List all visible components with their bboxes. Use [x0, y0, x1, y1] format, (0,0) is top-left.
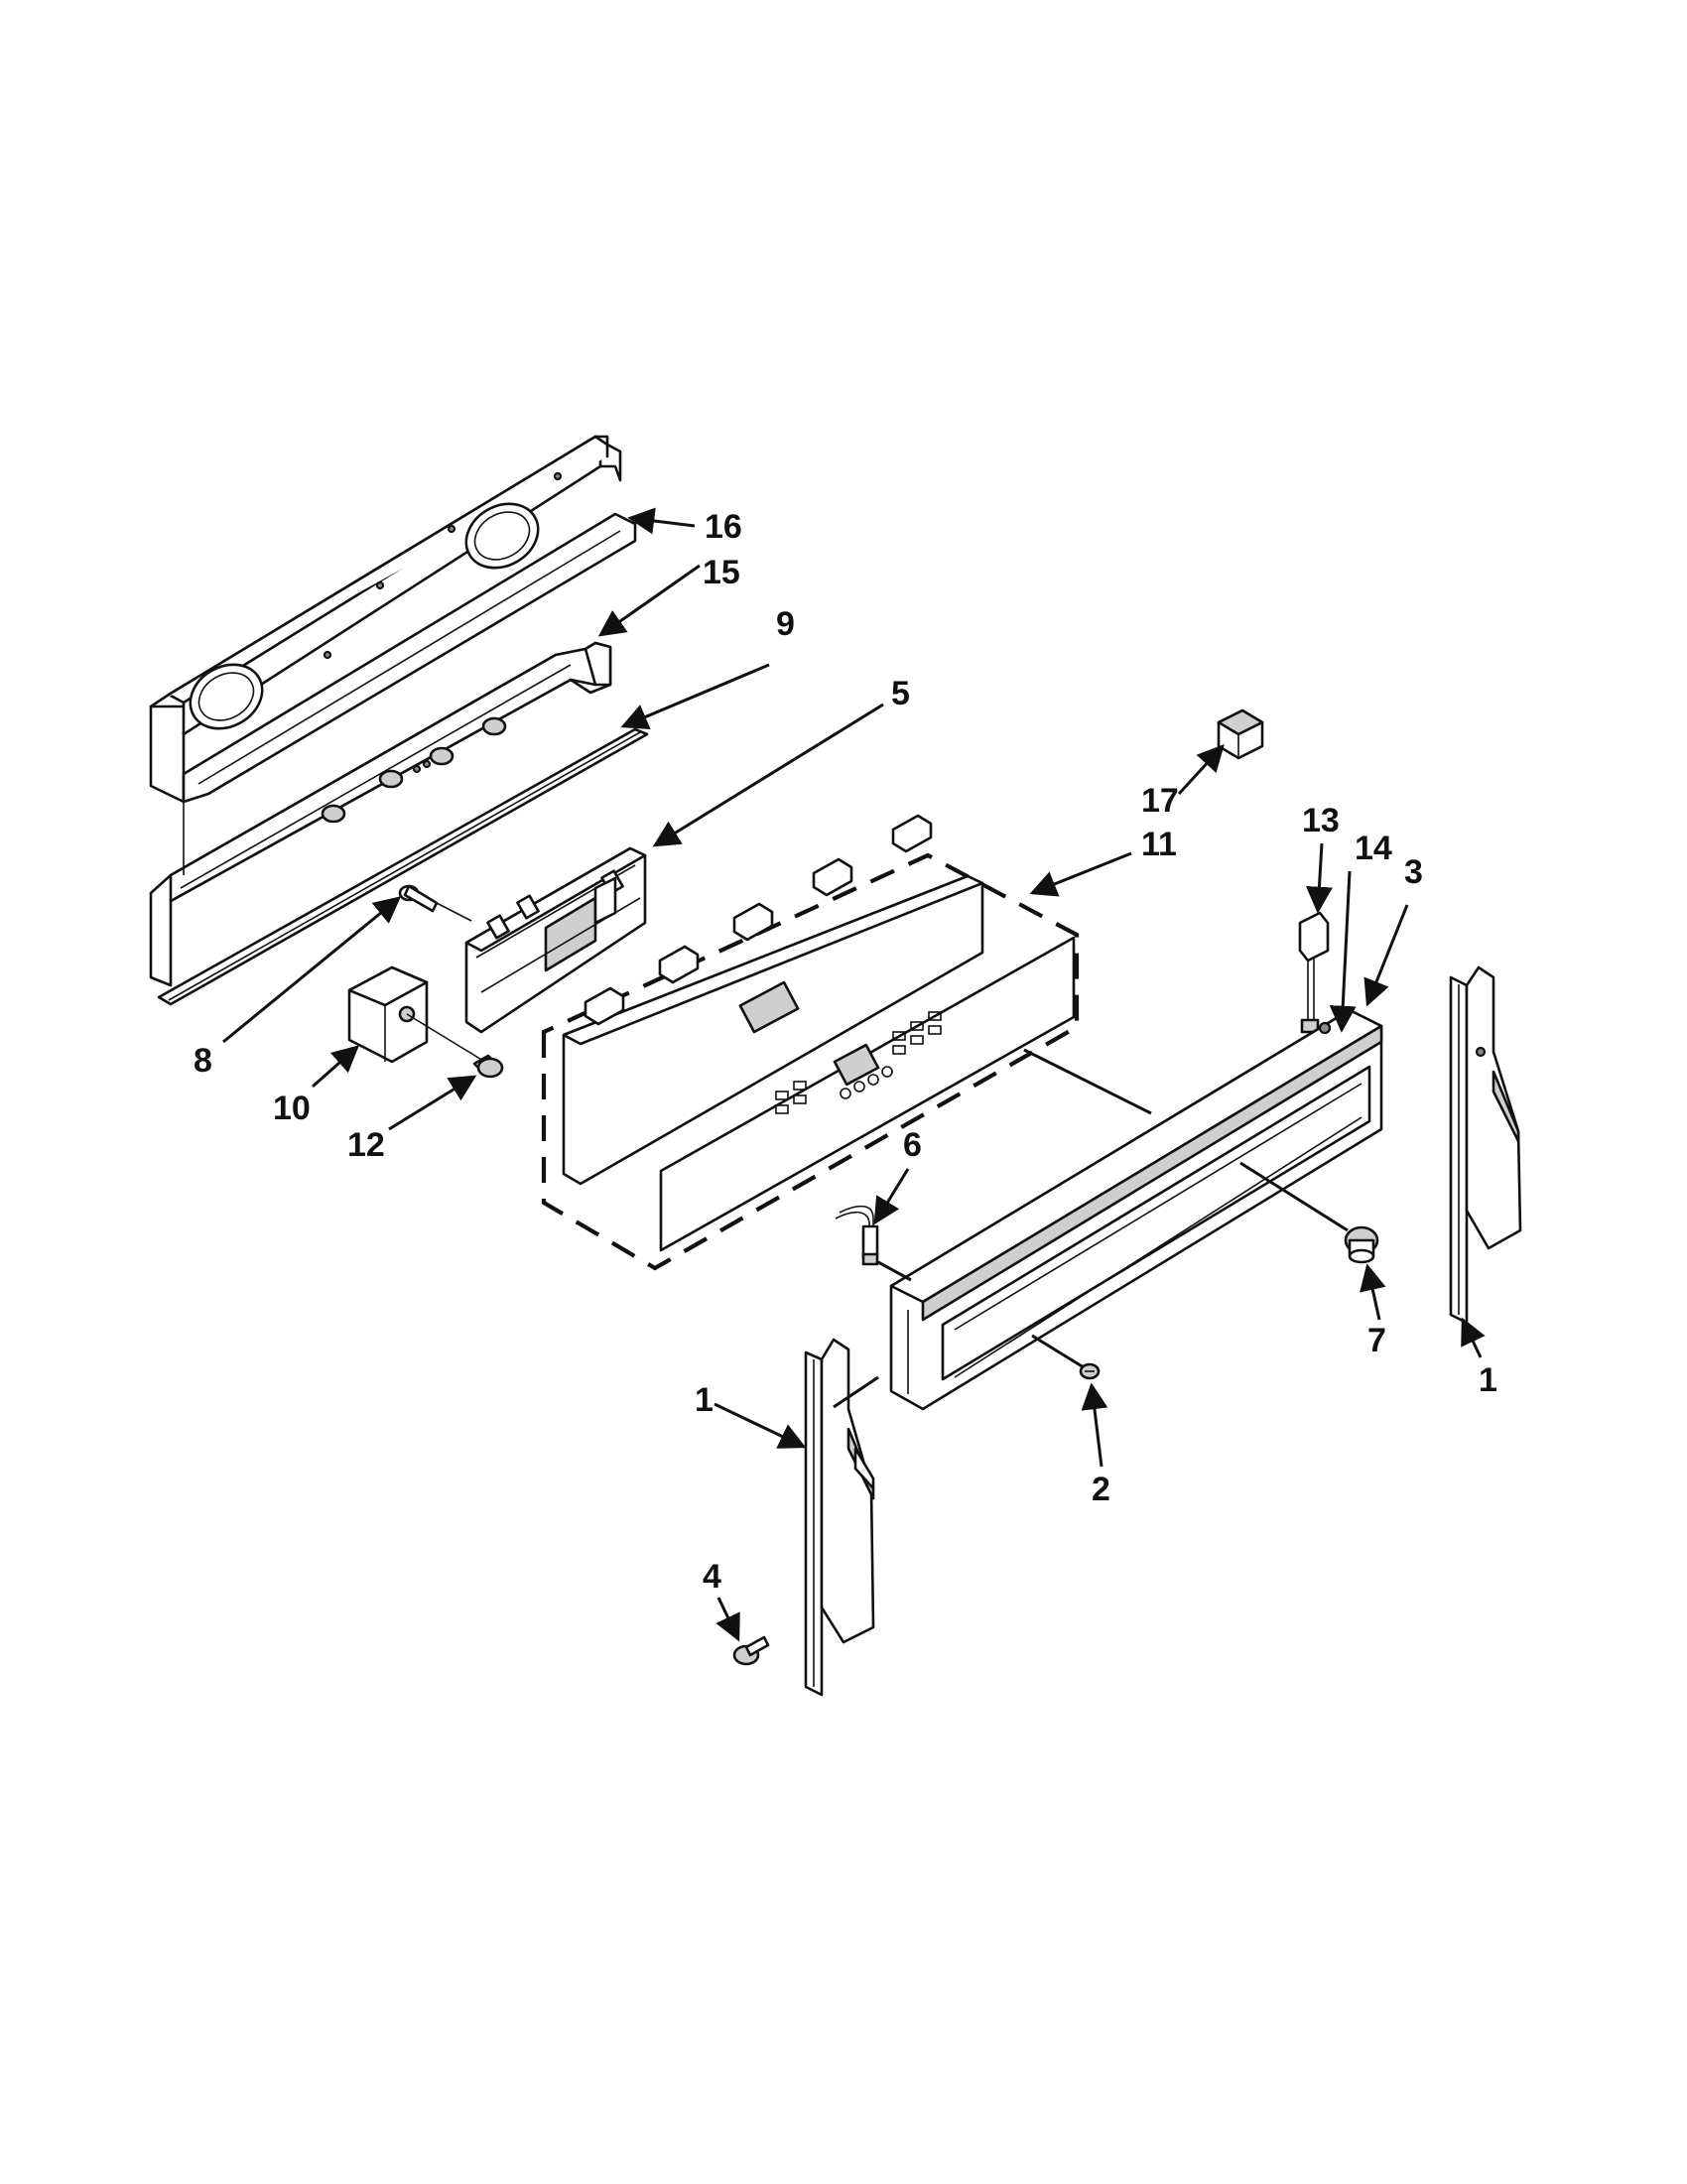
callout-labels: 16 15 9 5 17 11 13 14 3 8 10 12 6 7 1 1 … — [194, 508, 1497, 1596]
part-9-trim-strip — [157, 727, 649, 1006]
part-2-screw — [1079, 1362, 1101, 1380]
leader-arrows — [222, 507, 1486, 1642]
callout-17: 17 — [1141, 782, 1179, 820]
callout-7: 7 — [1367, 1322, 1386, 1359]
callout-14: 14 — [1355, 830, 1392, 867]
callout-16: 16 — [705, 508, 742, 546]
part-15-control-bracket — [149, 641, 612, 987]
part-16-rear-panel — [149, 435, 637, 804]
callout-2: 2 — [1092, 1471, 1110, 1508]
part-5-control-board — [464, 846, 647, 1034]
callout-10: 10 — [273, 1090, 311, 1127]
assembly-lines — [833, 1048, 1349, 1409]
touchpad-keys — [775, 1011, 942, 1114]
part-11-control-panel-assembly — [541, 814, 1080, 1271]
part-10-switch-box — [347, 965, 489, 1065]
part-3-control-frame — [889, 1008, 1383, 1411]
part-1-right-side-trim — [1449, 965, 1522, 1325]
callout-12: 12 — [347, 1126, 385, 1164]
part-8-screw — [398, 884, 472, 922]
callout-1-right: 1 — [1479, 1361, 1497, 1399]
part-12-screw — [472, 1054, 504, 1079]
callout-6: 6 — [903, 1126, 922, 1164]
part-6-wire-harness — [835, 1205, 879, 1266]
callout-15: 15 — [703, 554, 740, 591]
callout-4: 4 — [703, 1558, 721, 1596]
callout-3: 3 — [1404, 853, 1423, 891]
callout-5: 5 — [891, 675, 910, 712]
callout-11: 11 — [1141, 826, 1177, 863]
callout-13: 13 — [1302, 802, 1340, 839]
callout-9: 9 — [776, 605, 795, 643]
callout-1-left: 1 — [695, 1381, 714, 1419]
part-17-relay — [1217, 708, 1264, 760]
callout-8: 8 — [194, 1042, 212, 1080]
part-4-screw — [732, 1635, 770, 1666]
part-13-switch — [1298, 911, 1330, 1034]
part-1-left-side-trim — [804, 1338, 875, 1697]
part-7-knob — [1344, 1225, 1379, 1264]
